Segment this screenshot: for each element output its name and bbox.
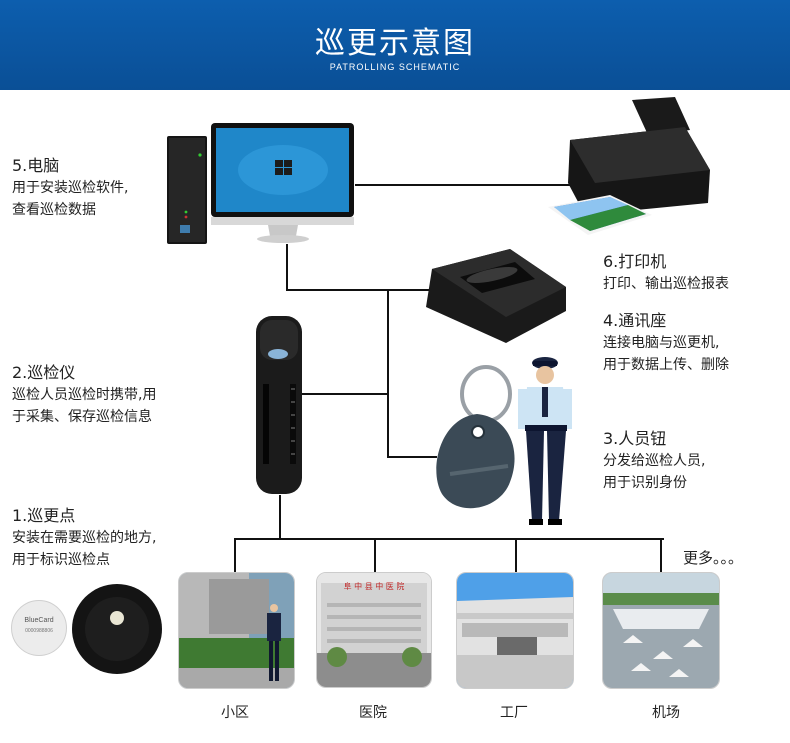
more-locations-text: 更多。。。 [683, 547, 743, 568]
location-label-airport: 机场 [626, 702, 706, 722]
patrol-point-label: 1.巡更点 安装在需要巡检的地方, 用于标识巡检点 [12, 505, 156, 571]
line-drop-3 [515, 538, 517, 572]
line-computer-down [286, 244, 288, 290]
device-line2: 于采集、保存巡检信息 [12, 406, 156, 428]
computer-line1: 用于安装巡检软件, [12, 177, 128, 199]
bluecard-tag: BlueCard 0000988806 [11, 600, 67, 656]
device-title: 2.巡检仪 [12, 362, 156, 384]
photo-residential [178, 572, 295, 689]
badge-line2: 用于识别身份 [603, 472, 705, 494]
line-device-down [279, 495, 281, 539]
computer-title: 5.电脑 [12, 155, 128, 177]
patrol-device-illustration [250, 314, 310, 496]
line-hub-horizontal [286, 289, 429, 291]
line-drop-4 [660, 538, 662, 572]
location-label-residential: 小区 [195, 702, 275, 722]
hospital-sign: 阜 中 县 中 医 院 [317, 581, 431, 592]
location-label-factory: 工厂 [474, 702, 554, 722]
photo-hospital: 阜 中 县 中 医 院 [316, 572, 432, 688]
printer-title: 6.打印机 [603, 251, 729, 273]
header-banner: 巡更示意图 PATROLLING SCHEMATIC [0, 0, 790, 90]
bluecard-brand: BlueCard [12, 617, 66, 624]
photo-airport [602, 572, 720, 689]
patrol-point-line1: 安装在需要巡检的地方, [12, 527, 156, 549]
badge-line1: 分发给巡检人员, [603, 450, 705, 472]
badge-label: 3.人员钮 分发给巡检人员, 用于识别身份 [603, 428, 705, 494]
device-label: 2.巡检仪 巡检人员巡检时携带,用 于采集、保存巡检信息 [12, 362, 156, 428]
dock-line1: 连接电脑与巡更机, [603, 332, 729, 354]
dock-illustration [420, 247, 575, 347]
patrol-point-title: 1.巡更点 [12, 505, 156, 527]
photo-factory [456, 572, 574, 689]
dock-line2: 用于数据上传、删除 [603, 354, 729, 376]
patrol-point-line2: 用于标识巡检点 [12, 549, 156, 571]
line-computer-printer [355, 184, 570, 186]
line-locations-bus [234, 538, 664, 540]
location-label-hospital: 医院 [333, 702, 413, 722]
printer-label: 6.打印机 打印、输出巡检报表 [603, 251, 729, 295]
patrol-point-disc-illustration [70, 582, 164, 676]
device-line1: 巡检人员巡检时携带,用 [12, 384, 156, 406]
line-drop-2 [374, 538, 376, 572]
computer-illustration [163, 120, 358, 248]
dock-label: 4.通讯座 连接电脑与巡更机, 用于数据上传、删除 [603, 310, 729, 376]
printer-line1: 打印、输出巡检报表 [603, 273, 729, 295]
computer-line2: 查看巡检数据 [12, 199, 128, 221]
printer-illustration [540, 95, 720, 245]
bluecard-number: 0000988806 [12, 628, 66, 634]
page-title: 巡更示意图 [0, 18, 790, 62]
security-guard-illustration [515, 353, 577, 531]
dock-title: 4.通讯座 [603, 310, 729, 332]
line-hub-vertical [387, 289, 389, 457]
line-device-hub [297, 393, 388, 395]
line-drop-1 [234, 538, 236, 572]
computer-label: 5.电脑 用于安装巡检软件, 查看巡检数据 [12, 155, 128, 221]
badge-title: 3.人员钮 [603, 428, 705, 450]
page-subtitle: PATROLLING SCHEMATIC [0, 62, 790, 72]
badge-keyfob-illustration [430, 362, 525, 522]
